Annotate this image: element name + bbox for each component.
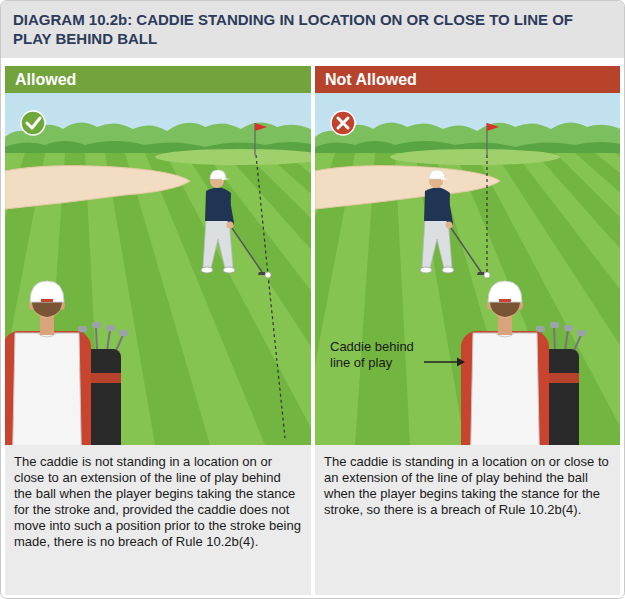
not-allowed-scene <box>331 111 355 135</box>
verdict-label: Not Allowed <box>325 70 610 89</box>
allowed-scene <box>265 272 271 278</box>
caption-box: The caddie is not standing in a location… <box>5 445 311 595</box>
pointer-arrow <box>457 358 465 367</box>
allowed-scene <box>27 118 40 128</box>
diagram-title: DIAGRAM 10.2b: CADDIE STANDING IN LOCATI… <box>13 10 612 48</box>
not-allowed-scene <box>390 149 560 165</box>
allowed-scene <box>255 123 267 131</box>
callout-label: Caddie behind line of play <box>330 339 426 371</box>
not-allowed-scene <box>420 170 484 275</box>
verdict-header: Allowed <box>5 66 311 93</box>
caption-text: The caddie is not standing in a location… <box>14 454 302 550</box>
not-allowed-scene <box>484 272 490 278</box>
not-allowed-scene <box>461 281 549 445</box>
verdict-header: Not Allowed <box>315 66 620 93</box>
not-allowed-scene <box>338 118 348 128</box>
caption-text: The caddie is standing in a location on … <box>324 454 611 518</box>
caption-box: The caddie is standing in a location on … <box>315 445 620 595</box>
allowed-scene <box>256 155 285 438</box>
allowed-scene <box>155 149 311 165</box>
not-allowed-scene <box>486 155 487 279</box>
verdict-label: Allowed <box>15 70 301 89</box>
allowed-scene <box>5 281 91 445</box>
pointer-arrow <box>424 358 465 367</box>
allowed-scene <box>5 93 311 445</box>
title-band: DIAGRAM 10.2b: CADDIE STANDING IN LOCATI… <box>1 1 624 58</box>
not-allowed-scene <box>487 123 499 131</box>
allowed-scene <box>201 170 265 275</box>
pointer-arrow <box>424 361 458 363</box>
not-allowed-scene <box>315 93 620 445</box>
allowed-scene <box>21 111 45 135</box>
